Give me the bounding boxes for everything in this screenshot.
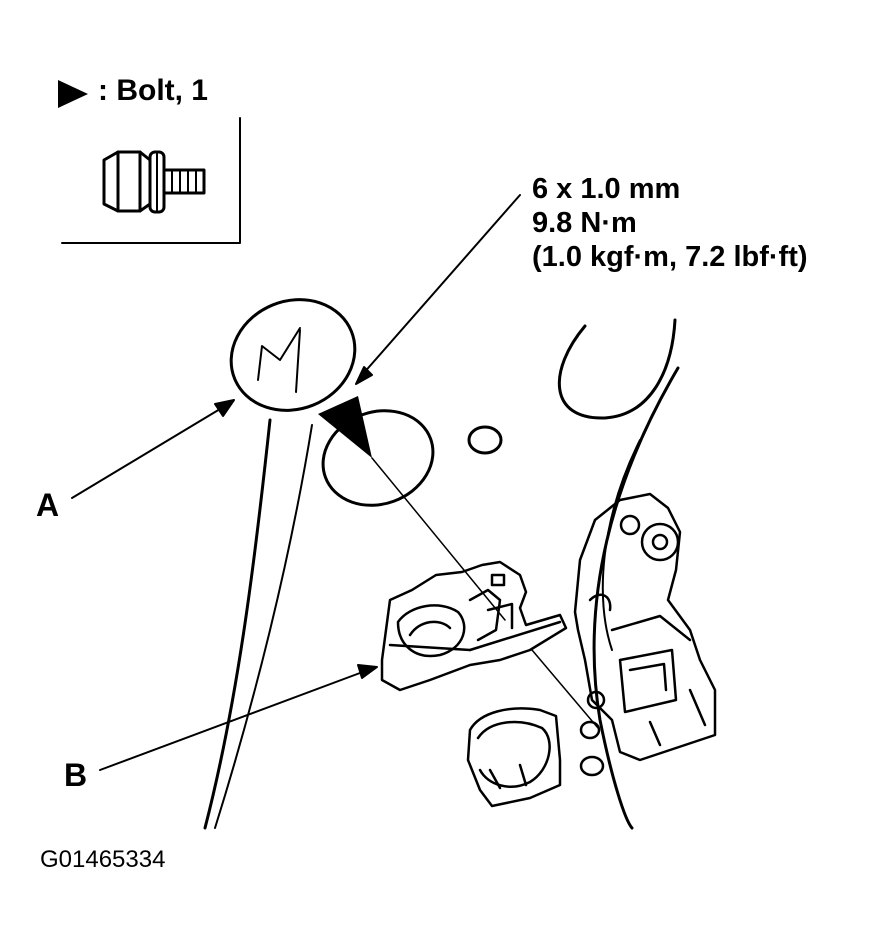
legend-label: : Bolt, 1 — [98, 74, 208, 107]
latch-mechanism — [573, 492, 717, 777]
torque-alt-units-text: (1.0 kgf·m, 7.2 lbf·ft) — [532, 241, 808, 273]
callout-b: B — [64, 757, 88, 793]
leader-lines — [71, 194, 599, 771]
small-hole — [467, 425, 503, 455]
legend-box — [58, 80, 241, 244]
bolt-position-marker-icon — [318, 396, 372, 458]
lower-bezel — [466, 707, 562, 808]
part-b-bracket — [380, 560, 568, 692]
body-panel-lines — [203, 318, 680, 830]
torque-nm-text: 9.8 N·m — [532, 207, 637, 239]
body-hole — [321, 409, 435, 507]
callout-a: A — [36, 487, 60, 523]
triangle-marker-icon — [58, 80, 88, 108]
figure-id: G01465334 — [40, 846, 166, 873]
bolt-size-text: 6 x 1.0 mm — [532, 173, 681, 205]
part-a-cap — [229, 298, 357, 412]
bolt-icon — [102, 150, 206, 214]
torque-spec: 6 x 1.0 mm 9.8 N·m (1.0 kgf·m, 7.2 lbf·f… — [532, 172, 808, 274]
